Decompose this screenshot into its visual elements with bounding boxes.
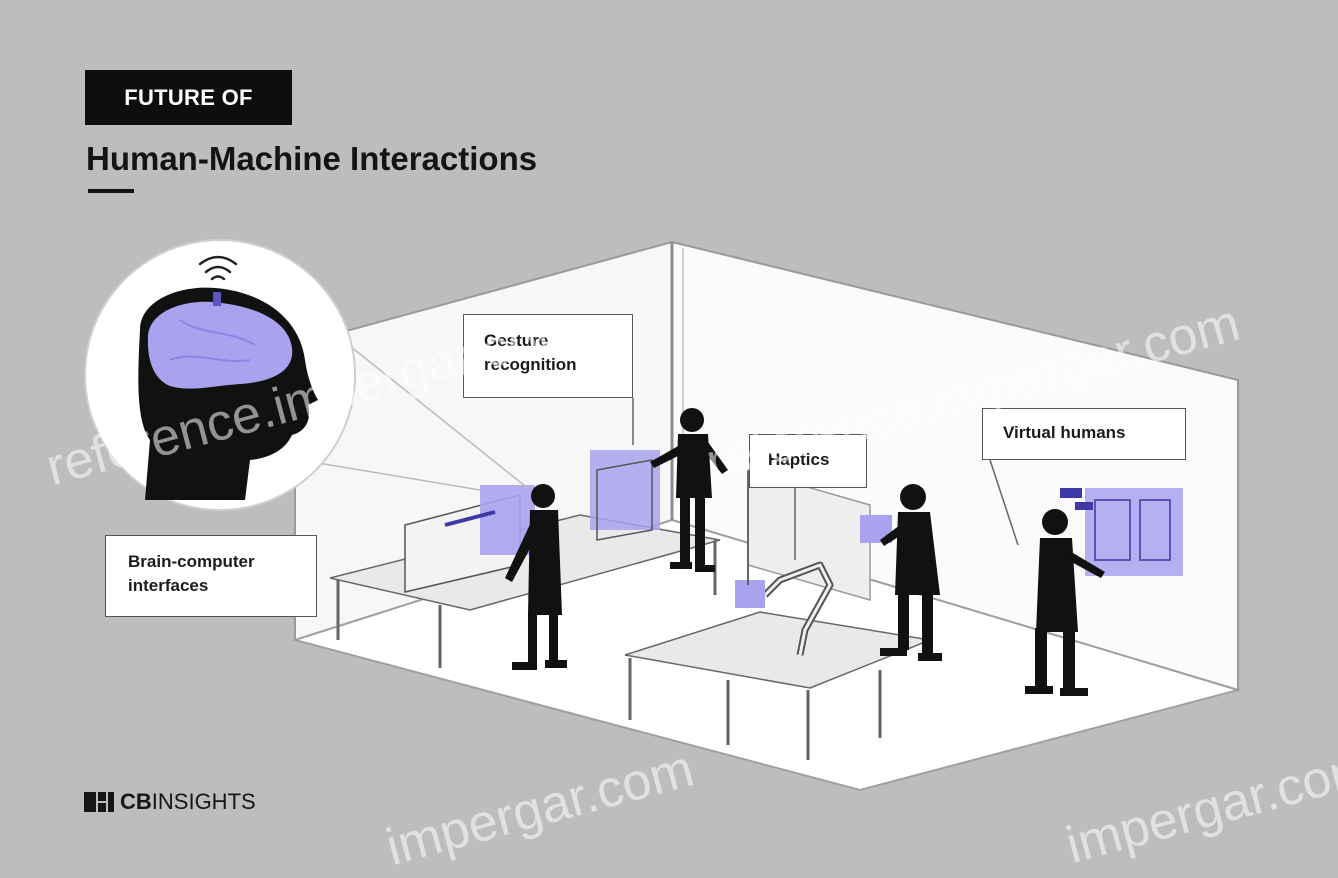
label-brain-line-1: Brain-computer [128,552,255,571]
title-underline [88,189,134,193]
page-title: Human-Machine Interactions [86,140,538,177]
cbinsights-logo: CBINSIGHTS [84,788,256,816]
label-virtual-text: Virtual humans [1003,423,1126,442]
logo-mark-icon [84,792,114,812]
desk-right [624,470,933,760]
person-haptics [880,484,942,661]
people [505,408,1105,696]
label-gesture-line-1: Gesture [484,331,549,350]
virtual-screens [1060,488,1183,576]
brain-head-callout [84,239,531,511]
logo-text-bold: CB [120,789,152,814]
label-haptics-text: Haptics [768,450,830,469]
header-tag: FUTURE OF [85,70,292,125]
label-gesture-recognition: Gesture recognition [463,314,633,398]
label-gesture-line-2: recognition [484,355,577,374]
label-brain-line-2: interfaces [128,576,209,595]
person-virtual [1025,509,1105,696]
label-brain-computer-interfaces: Brain-computer interfaces [105,535,317,617]
gesture-hologram [590,450,660,530]
label-virtual-humans: Virtual humans [982,408,1186,460]
wifi-icon [198,255,238,281]
desk-left [329,450,721,668]
logo-text-rest: INSIGHTS [151,789,256,814]
label-haptics: Haptics [749,434,867,488]
haptic-glove [735,580,765,608]
person-gesture [650,408,728,572]
person-bci [505,484,567,670]
